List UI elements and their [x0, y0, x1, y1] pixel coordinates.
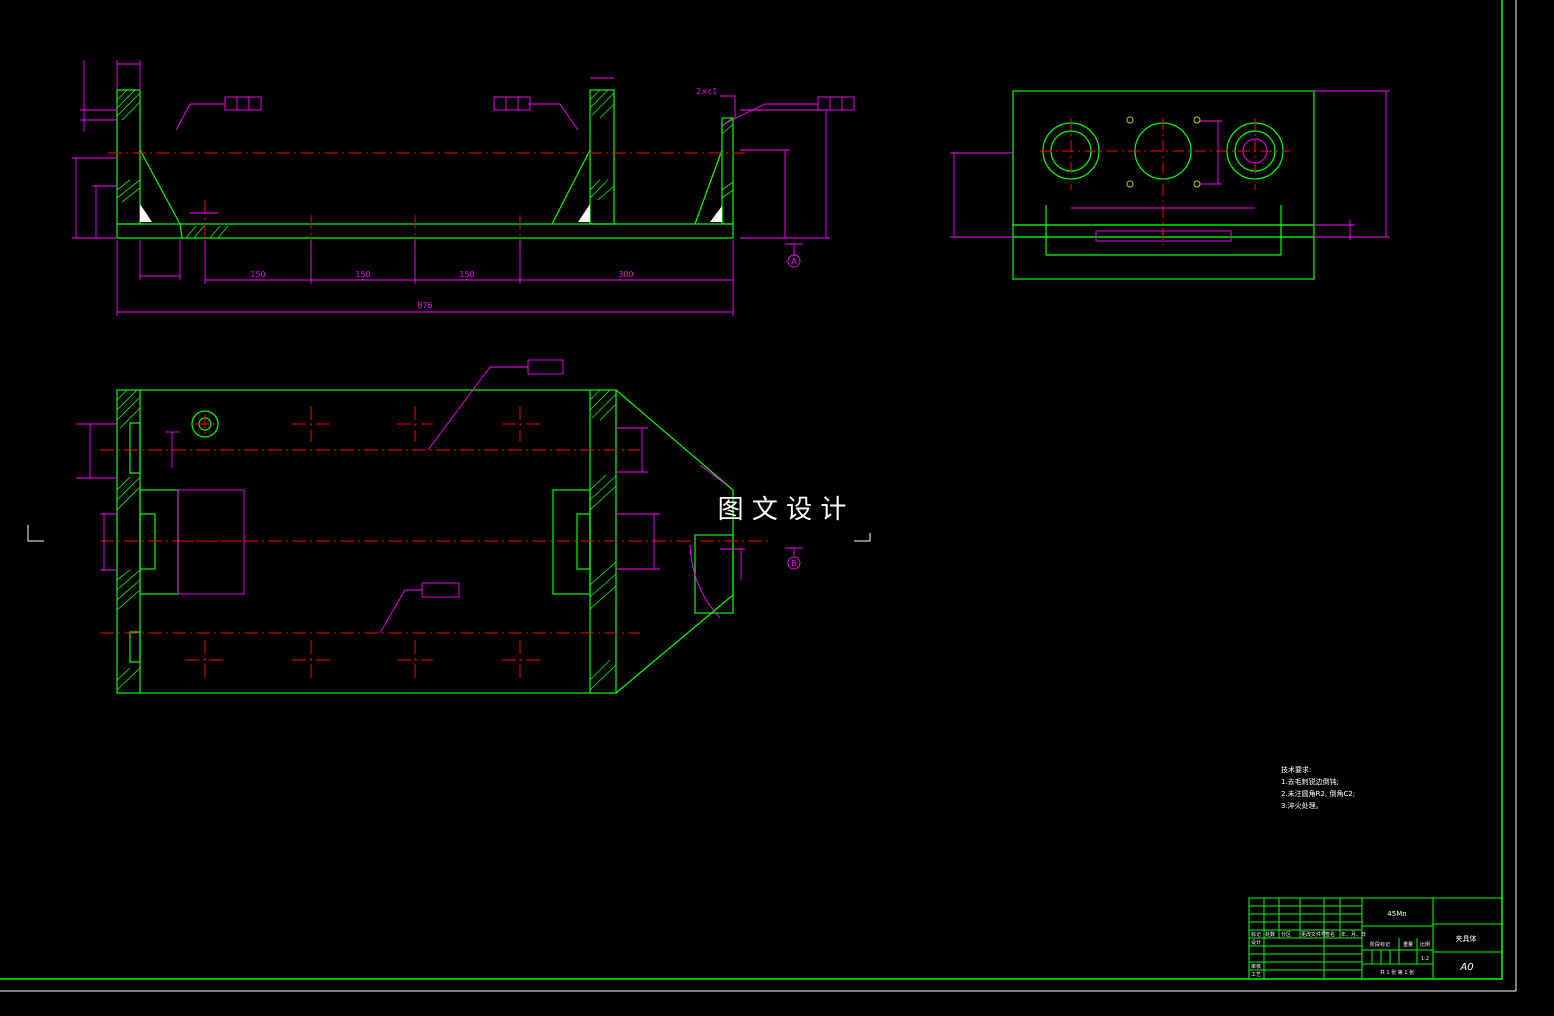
title-block-row-label: 处数	[1265, 931, 1275, 938]
sheets-label: 共 1 张 第 1 张	[1380, 969, 1414, 976]
total-length-label: 876	[417, 301, 432, 310]
front-view: 150 150 150 300 876 2×c1 A	[72, 60, 855, 316]
section-mark-b: B	[791, 559, 797, 568]
tech-req-line: 2.未注圆角R2, 倒角C2;	[1281, 789, 1355, 798]
title-block-row-label: 签名	[1325, 931, 1335, 938]
spacing-label: 300	[618, 270, 633, 279]
side-view	[950, 90, 1390, 280]
designer-label: 设计	[1251, 939, 1261, 946]
spacing-labels: 150 150 150 300 876 2×c1 A	[250, 87, 797, 310]
top-view: B	[27, 359, 871, 694]
section-mark-a: A	[791, 257, 797, 266]
tech-req-line: 3.淬火处理。	[1281, 801, 1323, 810]
title-block: 45Mn 夹具体 A0 标记 处数 分区 更改文件号 签名 年、月、日 设计 审…	[1248, 897, 1503, 980]
title-block-row-label: 分区	[1281, 931, 1291, 938]
part-name-label: 夹具体	[1456, 934, 1477, 943]
sheet-frame	[0, 0, 1517, 992]
scale-value: 1:2	[1421, 956, 1429, 962]
tech-req-line: 1.去毛刺锐边倒钝;	[1281, 777, 1339, 786]
title-block-row-label: 更改文件号	[1301, 931, 1326, 938]
scale-label: 比例	[1420, 941, 1430, 948]
process-label: 工艺	[1251, 972, 1261, 978]
sheet-size-label: A0	[1459, 962, 1473, 973]
watermark-text: 图 文 设 计	[718, 495, 847, 525]
material-label: 45Mn	[1387, 910, 1406, 918]
spacing-label: 150	[355, 270, 370, 279]
stage-label: 阶段标记	[1370, 941, 1390, 948]
tech-req-heading: 技术要求:	[1281, 765, 1311, 774]
chamfer-note: 2×c1	[696, 87, 717, 96]
weight-label: 重量	[1403, 941, 1413, 948]
title-block-row-label: 标记	[1251, 931, 1261, 938]
spacing-label: 150	[459, 270, 474, 279]
spacing-label: 150	[250, 270, 265, 279]
title-block-row-label: 年、月、日	[1341, 931, 1366, 938]
tech-requirements: 技术要求: 1.去毛刺锐边倒钝; 2.未注圆角R2, 倒角C2; 3.淬火处理。	[1281, 765, 1355, 810]
audit-label: 审核	[1251, 963, 1261, 970]
